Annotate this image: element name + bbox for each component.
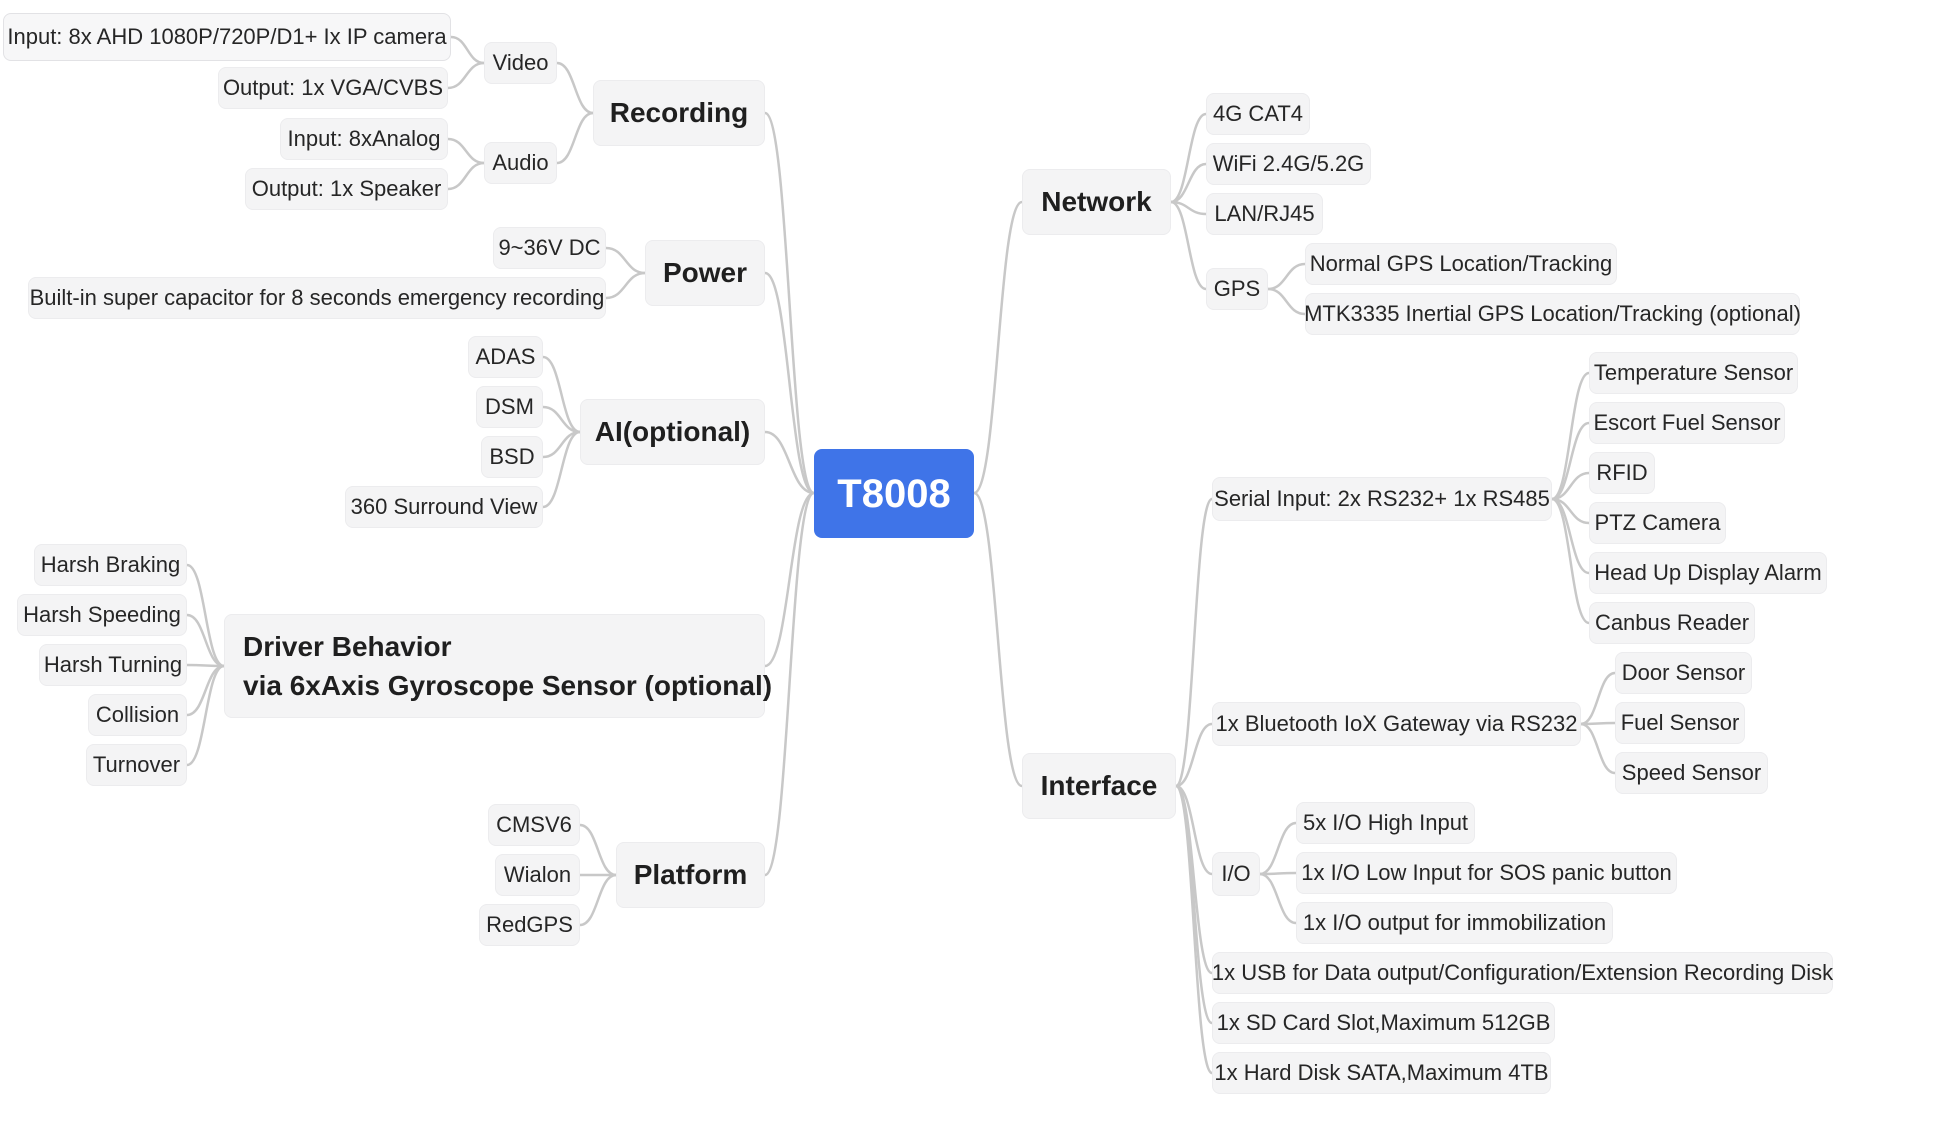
connector-line [579, 873, 617, 927]
connector-line [186, 664, 225, 767]
connector-line [1175, 784, 1213, 876]
driver-item[interactable]: Harsh Braking [34, 544, 187, 586]
connector-line [1170, 200, 1207, 291]
driver-item[interactable]: Turnover [86, 744, 187, 786]
connector-line [1259, 821, 1297, 876]
platform-item[interactable]: Wialon [495, 854, 580, 896]
connector-line [556, 111, 594, 165]
serial-item[interactable]: PTZ Camera [1589, 502, 1726, 544]
io-item[interactable]: 1x I/O output for immobilization [1296, 902, 1613, 944]
connector-line [1551, 371, 1590, 501]
io-item[interactable]: 5x I/O High Input [1296, 802, 1475, 844]
ai-item[interactable]: 360 Surround View [345, 486, 543, 528]
driver-item[interactable]: Harsh Speeding [17, 594, 187, 636]
connector-line [450, 35, 485, 65]
interface-serial[interactable]: Serial Input: 2x RS232+ 1x RS485 [1212, 477, 1552, 521]
connector-line [1551, 421, 1590, 501]
driver-item[interactable]: Harsh Turning [39, 644, 187, 686]
root-connector [973, 200, 1023, 495]
connector-line [579, 823, 617, 877]
connector-line [542, 430, 581, 509]
power-item[interactable]: 9~36V DC [493, 227, 606, 269]
connector-line [1580, 722, 1616, 775]
recording-video[interactable]: Video [484, 42, 557, 84]
interface-extra[interactable]: 1x USB for Data output/Configuration/Ext… [1212, 952, 1833, 994]
network-gps[interactable]: GPS [1206, 268, 1268, 310]
gps-item[interactable]: MTK3335 Inertial GPS Location/Tracking (… [1304, 293, 1801, 335]
connector-line [186, 663, 225, 668]
connector-line [1170, 112, 1207, 204]
root-connector [973, 491, 1023, 788]
connector-line [1580, 721, 1616, 726]
interface-extra[interactable]: 1x Hard Disk SATA,Maximum 4TB [1212, 1052, 1551, 1094]
power-item[interactable]: Built-in super capacitor for 8 seconds e… [28, 277, 606, 319]
bluetooth-item[interactable]: Speed Sensor [1615, 752, 1768, 794]
connector-line [1170, 162, 1207, 204]
connector-line [1580, 671, 1616, 726]
interface-extra[interactable]: 1x SD Card Slot,Maximum 512GB [1212, 1002, 1555, 1044]
video-input[interactable]: Input: 8x AHD 1080P/720P/D1+ Ix IP camer… [3, 13, 451, 61]
ai-item[interactable]: DSM [476, 386, 543, 428]
gps-item[interactable]: Normal GPS Location/Tracking [1305, 243, 1617, 285]
driver-behavior-title: Driver Behavior via 6xAxis Gyroscope Sen… [243, 630, 773, 701]
root-connector [764, 491, 815, 877]
connector-line [447, 137, 485, 165]
branch-ai[interactable]: AI(optional) [580, 399, 765, 465]
branch-driver-behavior[interactable]: Driver Behavior via 6xAxis Gyroscope Sen… [224, 614, 772, 718]
audio-input[interactable]: Input: 8xAnalog [280, 118, 448, 160]
branch-platform[interactable]: Platform [616, 842, 765, 908]
serial-item[interactable]: Temperature Sensor [1589, 352, 1798, 394]
connector-line [1174, 784, 1214, 1025]
serial-item[interactable]: Head Up Display Alarm [1589, 552, 1827, 594]
platform-item[interactable]: CMSV6 [488, 804, 580, 846]
network-item[interactable]: WiFi 2.4G/5.2G [1206, 143, 1371, 185]
connector-line [605, 271, 646, 300]
connector-line [186, 563, 225, 668]
connector-line [1174, 497, 1214, 788]
serial-item[interactable]: RFID [1589, 452, 1655, 494]
root-node[interactable]: T8008 [814, 449, 974, 538]
connector-line [1267, 262, 1306, 291]
network-item[interactable]: LAN/RJ45 [1206, 193, 1323, 235]
connector-line [1551, 497, 1590, 625]
audio-output[interactable]: Output: 1x Speaker [245, 168, 448, 210]
ai-item[interactable]: BSD [481, 436, 543, 478]
io-item[interactable]: 1x I/O Low Input for SOS panic button [1296, 852, 1677, 894]
connector-line [556, 61, 594, 115]
driver-item[interactable]: Collision [88, 694, 187, 736]
interface-bluetooth[interactable]: 1x Bluetooth IoX Gateway via RS232 [1212, 702, 1581, 746]
connector-line [605, 246, 646, 275]
root-connector [764, 111, 815, 495]
connector-line [1174, 784, 1214, 1075]
serial-item[interactable]: Canbus Reader [1589, 602, 1755, 644]
root-connector [764, 430, 815, 495]
serial-item[interactable]: Escort Fuel Sensor [1589, 402, 1785, 444]
connector-line [1259, 871, 1297, 876]
bluetooth-item[interactable]: Fuel Sensor [1615, 702, 1745, 744]
branch-recording[interactable]: Recording [593, 80, 765, 146]
branch-network[interactable]: Network [1022, 169, 1171, 235]
root-connector [764, 271, 815, 495]
ai-item[interactable]: ADAS [468, 336, 543, 378]
connector-line [447, 161, 485, 191]
connector-line [447, 61, 485, 90]
connector-line [1259, 872, 1297, 925]
connector-line [1267, 287, 1306, 316]
connector-line [542, 355, 581, 434]
branch-interface[interactable]: Interface [1022, 753, 1176, 819]
connector-line [1175, 722, 1213, 788]
root-connector [764, 491, 815, 668]
bluetooth-item[interactable]: Door Sensor [1615, 652, 1752, 694]
interface-io[interactable]: I/O [1212, 852, 1260, 896]
network-item[interactable]: 4G CAT4 [1206, 93, 1310, 135]
connector-line [186, 664, 225, 717]
platform-item[interactable]: RedGPS [479, 904, 580, 946]
recording-audio[interactable]: Audio [484, 142, 557, 184]
branch-power[interactable]: Power [645, 240, 765, 306]
video-output[interactable]: Output: 1x VGA/CVBS [218, 67, 448, 109]
connector-line [186, 613, 225, 668]
